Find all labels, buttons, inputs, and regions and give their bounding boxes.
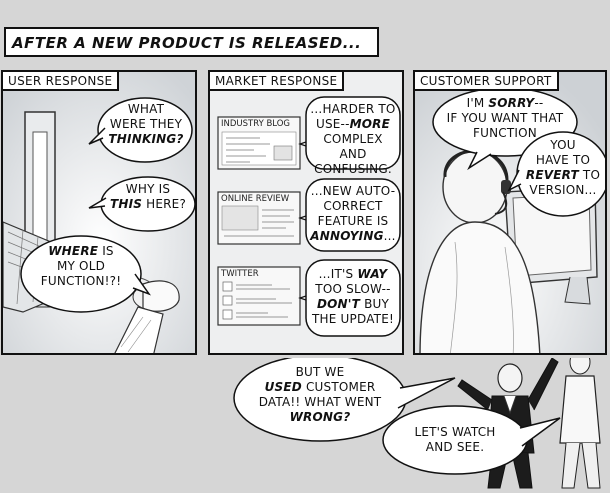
caption-user-response: USER RESPONSE	[3, 72, 120, 91]
panel-customer-support: CUSTOMER SUPPORT I'M SORRY-- IF YOU WANT…	[413, 70, 607, 355]
speech-bubble-sorry: I'M SORRY-- IF YOU WANT THAT FUNCTION	[446, 96, 564, 140]
title-banner	[4, 27, 379, 57]
speech-bubble-industry-blog: ...HARDER TO USE--MORE COMPLEX AND CONFU…	[310, 102, 396, 176]
caption-customer-support: CUSTOMER SUPPORT	[415, 72, 559, 91]
speech-bubble-why: WHY IS THIS HERE?	[109, 182, 187, 211]
hat-figure	[559, 358, 601, 489]
speech-bubble-where: WHERE IS MY OLD FUNCTION!?!	[40, 244, 122, 288]
panel-market-response: MARKET RESPONSE INDUSTRY BLOG ONLINE REV…	[208, 70, 404, 355]
page-title: AFTER A NEW PRODUCT IS RELEASED...	[12, 34, 362, 52]
speech-bubble-twitter: ...IT'S WAY TOO SLOW-- DON'T BUY THE UPD…	[312, 267, 394, 326]
speech-bubble-online-review: ...NEW AUTO- CORRECT FEATURE IS ANNOYING…	[310, 184, 396, 243]
bottom-scene	[233, 358, 601, 489]
caption-market-response: MARKET RESPONSE	[210, 72, 345, 91]
speech-bubble-revert: YOU HAVE TO REVERT TO VERSION...	[525, 138, 601, 197]
card-label-twitter: TWITTER	[221, 269, 259, 279]
card-label-industry-blog: INDUSTRY BLOG	[221, 119, 291, 129]
speech-bubble-customer-data: BUT WE USED CUSTOMER DATA!! WHAT WENT WR…	[258, 365, 382, 424]
card-label-online-review: ONLINE REVIEW	[221, 194, 290, 204]
market-scene	[217, 96, 401, 337]
speech-bubble-watch: LET'S WATCH AND SEE.	[414, 425, 496, 454]
panel-user-response: USER RESPONSE WHAT WERE THEY THINKING? W…	[1, 70, 197, 355]
speech-bubble-thinking: WHAT WERE THEY THINKING?	[108, 102, 184, 146]
support-scene	[415, 72, 605, 353]
user-scene	[3, 72, 195, 353]
